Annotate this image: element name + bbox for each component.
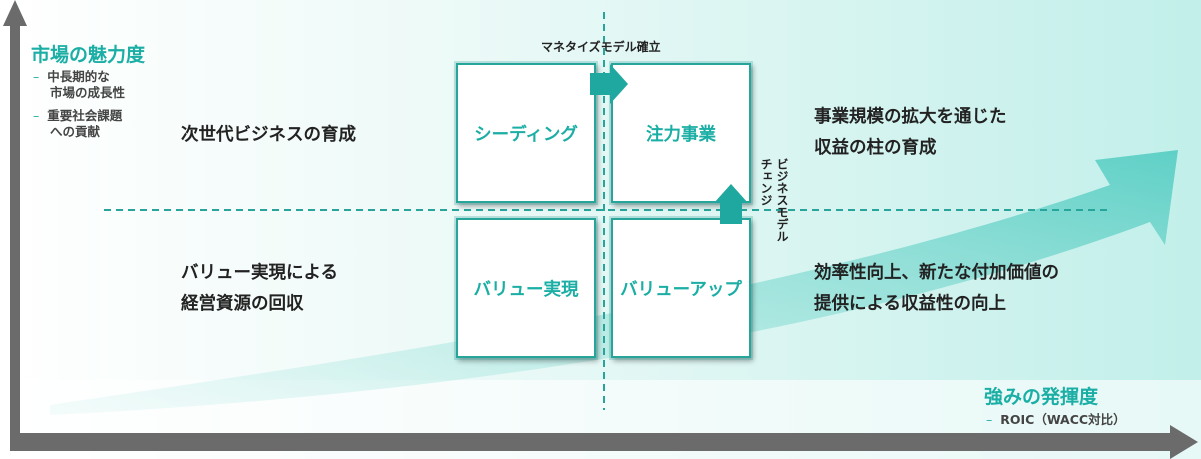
monetize-model-note: マネタイズモデル確立 <box>541 40 661 54</box>
x-axis-arrow <box>10 425 1198 459</box>
y-axis-item-social: –重要社会課題 への貢献 <box>33 108 123 139</box>
quadrant-value-realization-label: バリュー実現 <box>473 279 579 300</box>
business-model-change-note: ビジネスモデルチェンジ <box>759 158 789 242</box>
quadrant-value-up: バリューアップ <box>611 218 751 358</box>
quadrant-focus-business: 注力事業 <box>611 63 751 203</box>
up-arrow-icon <box>714 184 748 224</box>
right-arrow-icon <box>590 64 628 104</box>
y-axis-arrow <box>3 0 27 434</box>
quadrant-seeding-label: シーディング <box>474 124 578 145</box>
quadrant-value-up-label: バリューアップ <box>620 279 742 300</box>
desc-bottom-left: バリュー実現による 経営資源の回収 <box>181 263 338 314</box>
quadrant-focus-business-label: 注力事業 <box>646 124 716 145</box>
desc-top-left: 次世代ビジネスの育成 <box>181 125 356 145</box>
quadrant-value-realization: バリュー実現 <box>456 218 596 358</box>
growth-arrow <box>50 150 1178 415</box>
y-axis-title: 市場の魅力度 <box>31 44 146 66</box>
x-axis-item-roic: –ROIC（WACC対比） <box>986 412 1126 427</box>
y-axis-item-growth: –中長期的な 市場の成長性 <box>33 69 126 100</box>
desc-top-right: 事業規模の拡大を通じた 収益の柱の育成 <box>814 107 1007 158</box>
x-axis-title: 強みの発揮度 <box>984 386 1099 408</box>
quadrant-seeding: シーディング <box>456 63 596 203</box>
desc-bottom-right: 効率性向上、新たな付加価値の 提供による収益性の向上 <box>814 263 1059 314</box>
